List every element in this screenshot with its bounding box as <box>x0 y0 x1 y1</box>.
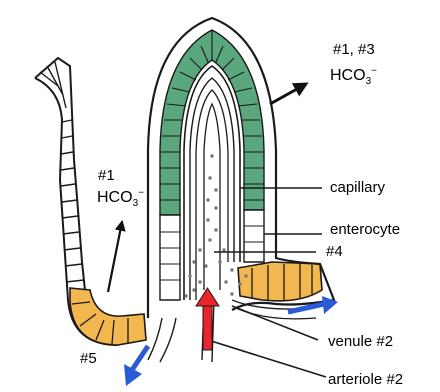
left-villus-cell-lines <box>40 62 84 282</box>
ion-charge: − <box>371 66 377 77</box>
blue-arrow-icon <box>124 346 148 386</box>
label-top-right-marker: #1, #3 <box>333 42 375 57</box>
venule-leader <box>232 306 318 340</box>
capillary-inner-wall <box>196 90 228 300</box>
arrow-icon <box>108 222 122 292</box>
ion-subscript: 3 <box>133 198 139 209</box>
ion-label-left: HCO3− <box>97 190 144 206</box>
arteriole-leader <box>208 340 326 377</box>
label-capillary: capillary <box>330 180 385 195</box>
lacteal-wall <box>204 104 220 290</box>
ion-subscript: 3 <box>366 76 372 87</box>
ion-base: HCO <box>330 67 366 84</box>
ion-charge: − <box>138 188 144 199</box>
label-marker-4: #4 <box>326 244 343 259</box>
venule-vessel <box>148 318 176 362</box>
label-venule: venule #2 <box>328 334 393 349</box>
ion-label-top: HCO3− <box>330 68 377 84</box>
label-arteriole: arteriole #2 <box>328 372 403 387</box>
arrow-icon <box>270 84 306 104</box>
capillary-outer-wall <box>184 66 240 300</box>
label-marker-5: #5 <box>80 351 97 366</box>
red-arrow-icon <box>196 288 219 350</box>
label-enterocyte: enterocyte <box>330 222 400 237</box>
right-crypt-cells <box>238 262 322 301</box>
label-left-marker: #1 <box>98 168 115 183</box>
left-crypt-cells <box>70 288 146 345</box>
ion-base: HCO <box>97 189 133 206</box>
